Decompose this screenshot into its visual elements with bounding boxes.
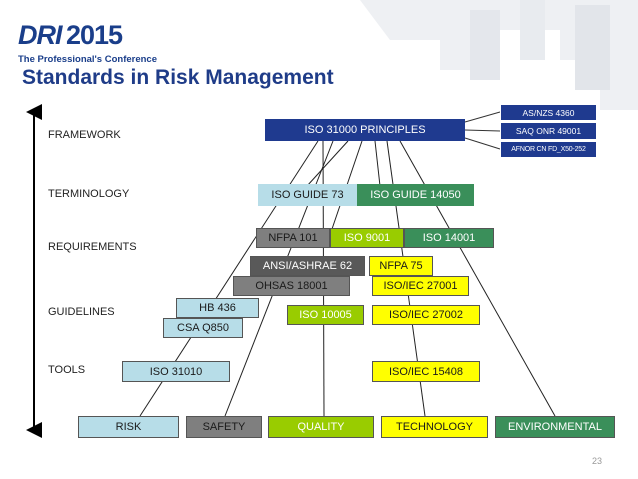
environmental-box: ENVIRONMENTAL <box>495 416 615 438</box>
iso-9001-box: ISO 9001 <box>330 228 404 248</box>
row-label-framework: FRAMEWORK <box>48 129 121 141</box>
hb-436-box: HB 436 <box>176 298 259 318</box>
csa-q850-box: CSA Q850 <box>163 318 243 338</box>
page-title: Standards in Risk Management <box>22 66 334 89</box>
row-label-requirements: REQUIREMENTS <box>48 241 137 253</box>
iso-guide-73-box: ISO GUIDE 73 <box>258 184 357 206</box>
safety-box: SAFETY <box>186 416 262 438</box>
saq-onr-49001-box: SAQ ONR 49001 <box>500 122 597 140</box>
as-nzs-4360-box: AS/NZS 4360 <box>500 104 597 121</box>
logo-year: 2015 <box>66 20 123 50</box>
iso-14001-box: ISO 14001 <box>404 228 494 248</box>
iso-31010-box: ISO 31010 <box>122 361 230 382</box>
logo-brand: DRI <box>18 20 62 50</box>
logo-tagline: The Professional's Conference <box>18 54 157 65</box>
iso-iec-27002-box: ISO/IEC 27002 <box>372 305 480 325</box>
iso-iec-27001-box: ISO/IEC 27001 <box>372 276 469 296</box>
ansi-ashrae-62-box: ANSI/ASHRAE 62 <box>250 256 365 276</box>
afnor-box: AFNOR CN FD_X50-252 <box>500 141 597 158</box>
row-label-guidelines: GUIDELINES <box>48 306 115 318</box>
iso-10005-box: ISO 10005 <box>287 305 364 325</box>
dri-2015-logo: DRI 2015 The Professional's Conference <box>18 18 238 66</box>
iso-guide-14050-box: ISO GUIDE 14050 <box>357 184 474 206</box>
technology-box: TECHNOLOGY <box>381 416 488 438</box>
nfpa-101-box: NFPA 101 <box>256 228 330 248</box>
ohsas-18001-box: OHSAS 18001 <box>233 276 350 296</box>
risk-box: RISK <box>78 416 179 438</box>
nfpa-75-box: NFPA 75 <box>369 256 433 276</box>
quality-box: QUALITY <box>268 416 374 438</box>
page-number: 23 <box>592 456 603 466</box>
row-label-tools: TOOLS <box>48 364 86 376</box>
iso-31000-box: ISO 31000 PRINCIPLES <box>265 119 465 141</box>
iso-iec-15408-box: ISO/IEC 15408 <box>372 361 480 382</box>
row-label-terminology: TERMINOLOGY <box>48 188 130 200</box>
